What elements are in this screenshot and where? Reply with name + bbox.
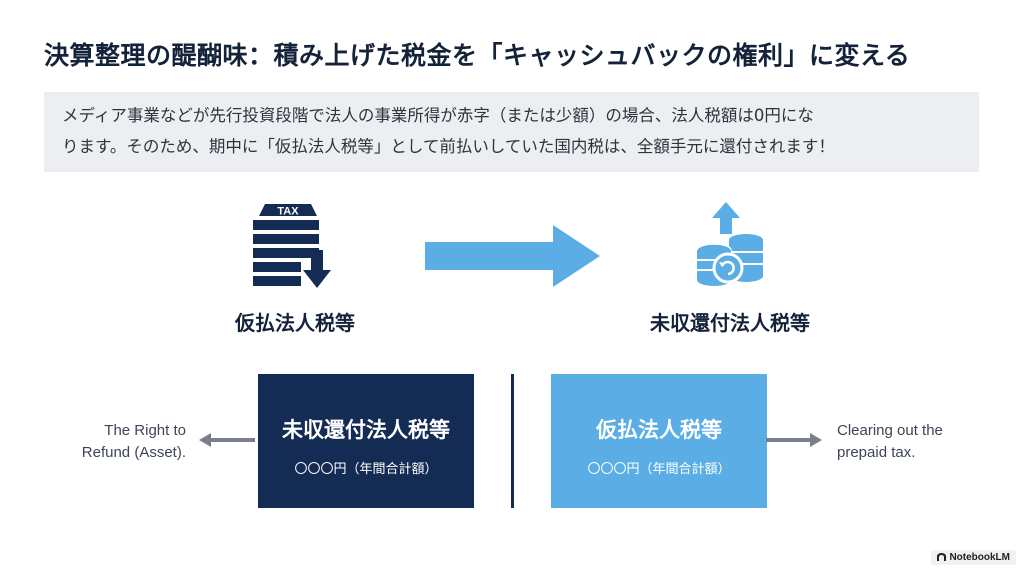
clearing-caption: Clearing out the prepaid tax.: [837, 420, 1007, 464]
clearing-caption-line-1: Clearing out the: [837, 422, 943, 439]
tax-icon-text: TAX: [277, 206, 299, 218]
asset-caption-line-1: The Right to: [104, 422, 186, 439]
brand-badge: NotebookLM: [931, 550, 1016, 565]
prepaid-tax-box-amount: 〇〇〇円（年間合計額）: [587, 462, 731, 477]
explanation-panel: メディア事業などが先行投資段階で法人の事業所得が赤字（または少額）の場合、法人税…: [44, 92, 979, 172]
right-small-arrow-icon: [766, 433, 822, 447]
clearing-caption-line-2: prepaid tax.: [837, 444, 916, 461]
refund-receivable-box: 未収還付法人税等 〇〇〇円（年間合計額）: [258, 374, 474, 508]
brand-logo-icon: [937, 553, 947, 562]
explanation-line-2: ります。そのため、期中に「仮払法人税等」として前払いしていた国内税は、全額手元に…: [62, 137, 835, 156]
brand-name: NotebookLM: [949, 552, 1010, 563]
refund-receivable-box-amount: 〇〇〇円（年間合計額）: [294, 462, 438, 477]
prepaid-tax-box: 仮払法人税等 〇〇〇円（年間合計額）: [551, 374, 767, 508]
prepaid-tax-label: 仮払法人税等: [235, 311, 355, 335]
tax-document-download-icon: TAX: [253, 204, 331, 288]
refund-receivable-label: 未収還付法人税等: [650, 311, 810, 335]
asset-caption: The Right to Refund (Asset).: [40, 420, 186, 464]
explanation-line-1: メディア事業などが先行投資段階で法人の事業所得が赤字（または少額）の場合、法人税…: [62, 106, 814, 125]
prepaid-tax-box-title: 仮払法人税等: [596, 418, 722, 442]
asset-caption-line-2: Refund (Asset).: [81, 444, 186, 461]
center-divider: [511, 374, 514, 508]
right-arrow-icon: [425, 225, 600, 287]
slide-title: 決算整理の醍醐味：積み上げた税金を「キャッシュバックの権利」に変える: [44, 41, 911, 70]
coin-stack-refund-icon: [696, 202, 763, 286]
refund-receivable-box-title: 未収還付法人税等: [282, 418, 450, 442]
left-arrow-icon: [199, 433, 255, 447]
